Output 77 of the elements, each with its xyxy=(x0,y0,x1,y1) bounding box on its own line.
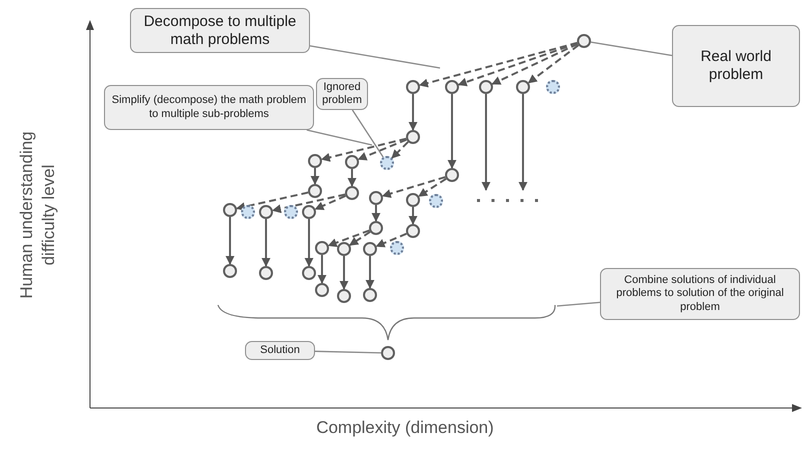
problem-node xyxy=(445,80,459,94)
dashed-arrow xyxy=(320,138,406,162)
callout-text: Decompose to multiple math problems xyxy=(142,12,298,48)
dashed-arrow xyxy=(492,43,578,85)
problem-node xyxy=(363,242,377,256)
x-axis-label: Complexity (dimension) xyxy=(315,418,495,438)
problem-node xyxy=(406,130,420,144)
problem-node xyxy=(223,203,237,217)
dashed-arrow xyxy=(349,231,371,246)
callout-bubble xyxy=(672,25,800,107)
arrow xyxy=(262,219,270,267)
arrow xyxy=(366,256,374,289)
arrow xyxy=(226,217,234,265)
problem-node xyxy=(315,241,329,255)
callout-bubble xyxy=(104,85,314,130)
callout-bubble xyxy=(245,341,315,360)
problem-node xyxy=(406,80,420,94)
ignored-node xyxy=(284,205,298,219)
problem-node xyxy=(315,283,329,297)
dashed-arrow xyxy=(376,232,407,248)
arrow xyxy=(318,255,326,284)
ignored-node xyxy=(390,241,404,255)
arrow xyxy=(310,168,320,185)
problem-node xyxy=(479,80,493,94)
dashed-arrow xyxy=(358,138,407,160)
arrow xyxy=(408,207,418,225)
ignored-node xyxy=(380,156,394,170)
ignored-node xyxy=(241,205,255,219)
problem-node xyxy=(337,242,351,256)
problem-node xyxy=(363,288,377,302)
problem-node xyxy=(337,289,351,303)
dashed-arrow xyxy=(236,192,308,212)
problem-node xyxy=(381,346,395,360)
ignored-node xyxy=(429,194,443,208)
dashed-arrow xyxy=(272,194,346,214)
problem-node xyxy=(345,186,359,200)
callout-text: Simplify (decompose) the math problem to multiple sub-problems xyxy=(110,94,308,121)
curly-brace xyxy=(215,304,557,342)
arrow xyxy=(408,94,418,131)
problem-node xyxy=(406,193,420,207)
problem-node xyxy=(308,154,322,168)
callout-bubble xyxy=(130,8,310,53)
dashed-arrow xyxy=(528,44,580,84)
dashed-arrow xyxy=(418,42,578,88)
problem-node xyxy=(302,266,316,280)
dashed-arrow xyxy=(382,176,446,198)
problem-node xyxy=(259,205,273,219)
dashed-arrow xyxy=(418,178,447,198)
arrow xyxy=(340,256,348,290)
problem-node xyxy=(259,266,273,280)
arrow xyxy=(304,219,314,267)
dashed-arrow xyxy=(328,230,370,247)
callout-bubble xyxy=(316,78,368,110)
problem-node xyxy=(516,80,530,94)
problem-node xyxy=(308,184,322,198)
callout-bubble xyxy=(600,268,800,320)
problem-node xyxy=(223,264,237,278)
arrow xyxy=(372,205,380,222)
problem-node xyxy=(445,168,459,182)
callout-text: Real world problem xyxy=(700,48,772,84)
callout-text: Ignored problem xyxy=(321,80,363,108)
arrow xyxy=(482,94,490,191)
y-axis-label: Human understanding difficulty level xyxy=(16,130,59,301)
problem-node xyxy=(369,191,383,205)
arrow xyxy=(348,169,356,187)
problem-node xyxy=(345,155,359,169)
arrow xyxy=(448,94,456,169)
dashed-arrow xyxy=(391,141,409,159)
ignored-node xyxy=(546,80,560,94)
arrow xyxy=(518,94,528,191)
problem-node xyxy=(577,34,591,48)
callout-text: Combine solutions of individual problems to solution of the original problem xyxy=(615,274,785,314)
problem-node xyxy=(369,221,383,235)
dashed-arrow xyxy=(314,194,346,210)
problem-node xyxy=(406,224,420,238)
callout-text: Solution xyxy=(260,344,300,358)
problem-node xyxy=(302,205,316,219)
